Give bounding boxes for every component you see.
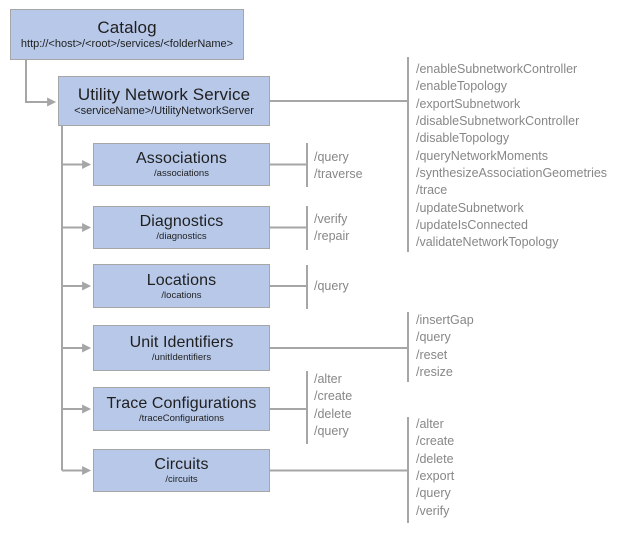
operation-label: /reset <box>416 347 448 362</box>
service-title: Utility Network Service <box>77 84 251 104</box>
diagnostics-operations-list: /verify/repair <box>314 211 349 246</box>
operation-label: /disableTopology <box>416 131 510 146</box>
operation-label: /export <box>416 469 455 484</box>
circuits-title: Circuits <box>154 456 209 473</box>
operation-label: /synthesizeAssociationGeometries <box>416 166 608 181</box>
diagnostics-title: Diagnostics <box>139 213 224 230</box>
operation-label: /enableTopology <box>416 79 508 94</box>
locations-path: /locations <box>161 289 202 301</box>
operation-label: /query <box>314 279 349 293</box>
trace-configurations-operations-list: /alter/create/delete/query <box>314 371 352 440</box>
catalog-url: http://<host>/<root>/services/<folderNam… <box>20 38 234 50</box>
node-circuits: Circuits /circuits <box>93 449 270 492</box>
operation-label: /create <box>314 389 353 404</box>
service-operations-list: /enableSubnetworkController/enableTopolo… <box>416 61 607 252</box>
operation-label: /validateNetworkTopology <box>416 235 559 250</box>
operation-label: /alter <box>314 372 342 386</box>
operation-label: /query <box>416 330 451 345</box>
locations-title: Locations <box>146 271 217 289</box>
operation-label: /query <box>314 424 349 439</box>
operation-label: /insertGap <box>416 313 474 327</box>
node-locations: Locations /locations <box>93 264 270 308</box>
unit-identifiers-path: /unitIdentifiers <box>151 351 212 363</box>
node-catalog: Catalog http://<host>/<root>/services/<f… <box>10 9 244 60</box>
operation-label: /disableSubnetworkController <box>416 114 580 129</box>
operation-label: /verify <box>416 503 450 518</box>
operation-label: /resize <box>416 365 453 380</box>
locations-operations-list: /query <box>314 278 349 295</box>
associations-title: Associations <box>135 150 228 167</box>
operation-label: /query <box>314 150 349 164</box>
catalog-title: Catalog <box>97 18 157 37</box>
operation-label: /verify <box>314 212 348 226</box>
operation-label: /delete <box>314 406 352 421</box>
unit-identifiers-operations-list: /insertGap/query/reset/resize <box>416 312 474 381</box>
associations-operations-list: /query/traverse <box>314 149 363 184</box>
operation-label: /updateSubnetwork <box>416 200 524 215</box>
circuits-operations-list: /alter/create/delete/export/query/verify <box>416 416 454 520</box>
associations-path: /associations <box>154 168 209 179</box>
operation-label: /updateIsConnected <box>416 218 528 233</box>
operation-label: /enableSubnetworkController <box>416 62 578 76</box>
operation-label: /alter <box>416 417 444 431</box>
trace-configurations-title: Trace Configurations <box>106 394 257 412</box>
operation-label: /create <box>416 434 455 449</box>
service-path: <serviceName>/UtilityNetworkServer <box>74 104 254 117</box>
operation-label: /trace <box>416 183 448 198</box>
connector-catalog-to-service <box>25 60 57 107</box>
node-diagnostics: Diagnostics /diagnostics <box>93 206 270 249</box>
node-utility-network-service: Utility Network Service <serviceName>/Ut… <box>58 76 270 126</box>
operation-label: /repair <box>314 229 350 244</box>
node-trace-configurations: Trace Configurations /traceConfiguration… <box>93 387 270 431</box>
operation-label: /queryNetworkMoments <box>416 148 548 163</box>
unit-identifiers-title: Unit Identifiers <box>129 333 234 351</box>
trace-configurations-path: /traceConfigurations <box>138 412 225 424</box>
node-associations: Associations /associations <box>93 143 270 186</box>
circuits-path: /circuits <box>165 474 198 485</box>
operation-label: /traverse <box>314 167 363 182</box>
diagnostics-path: /diagnostics <box>156 231 207 242</box>
node-unit-identifiers: Unit Identifiers /unitIdentifiers <box>93 325 270 371</box>
operation-label: /delete <box>416 451 454 466</box>
operation-label: /exportSubnetwork <box>416 96 521 111</box>
operation-label: /query <box>416 486 451 501</box>
